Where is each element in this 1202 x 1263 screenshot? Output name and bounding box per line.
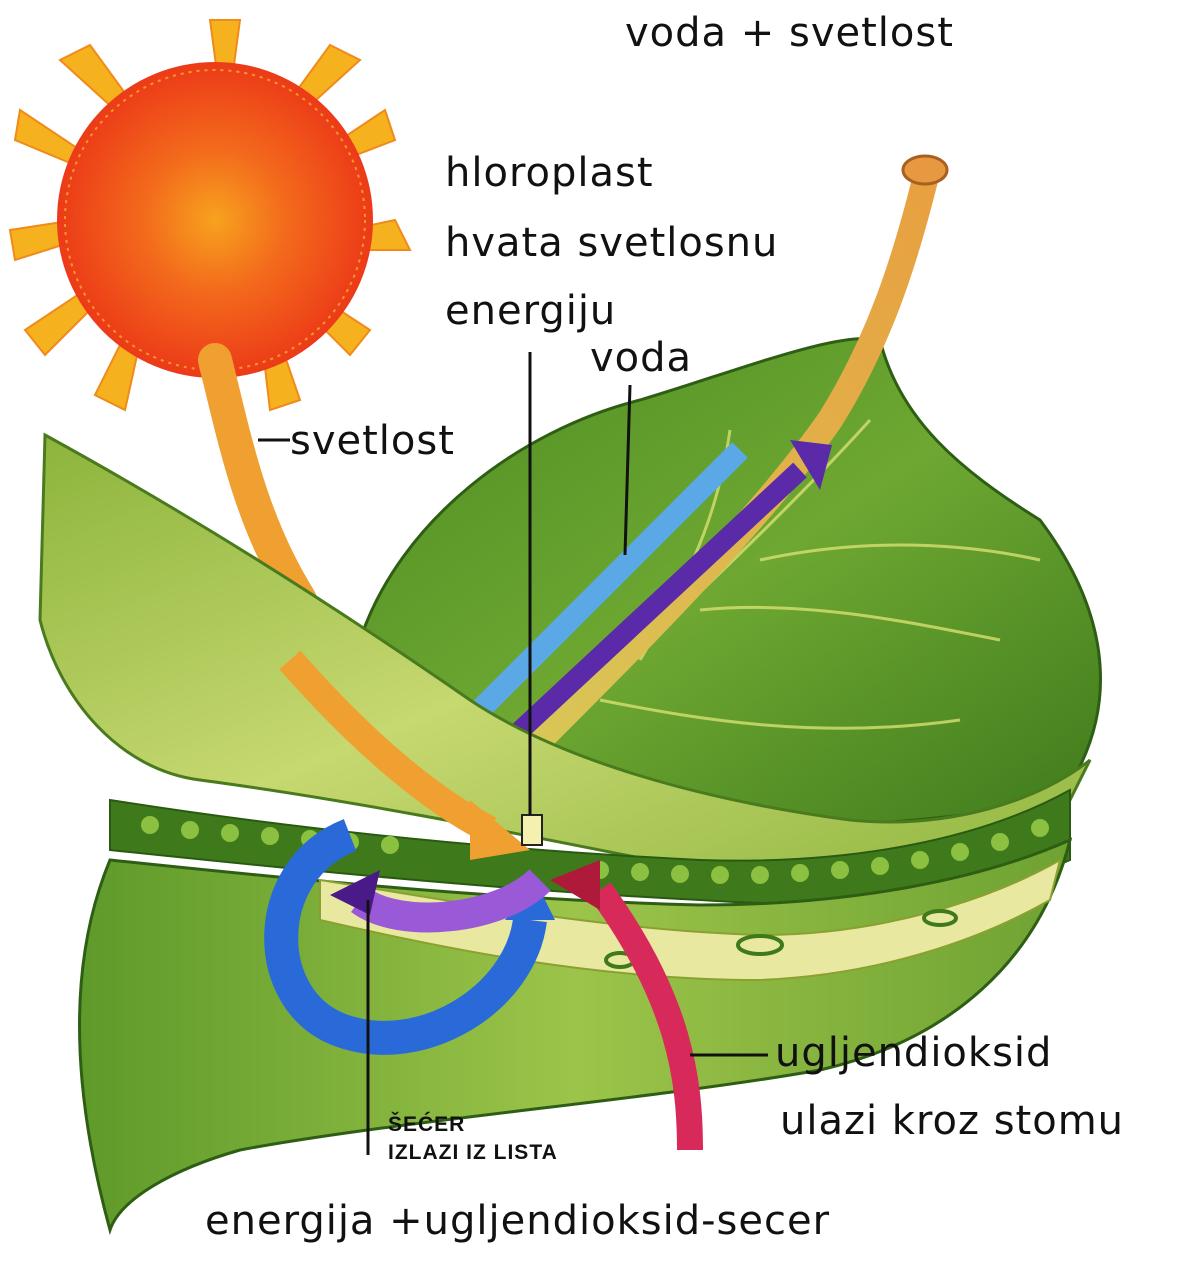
chloroplast-label-line2: hvata svetlosnu [445,220,778,266]
sugar-label-line1: ŠEĆER [388,1112,465,1138]
water-label: voda [590,335,692,381]
co2-label-line1: ugljendioksid [775,1030,1052,1076]
chloroplast-marker [522,815,542,845]
bottom-equation-label: energija +ugljendioksid-secer [205,1198,830,1244]
top-equation-label: voda + svetlost [625,10,954,56]
co2-label-line2: ulazi kroz stomu [780,1098,1124,1144]
chloroplast-label-line1: hloroplast [445,150,654,196]
light-label: svetlost [290,418,455,464]
chloroplast-label-line3: energiju [445,288,616,334]
sugar-label-line2: IZLAZI IZ LISTA [388,1140,558,1166]
